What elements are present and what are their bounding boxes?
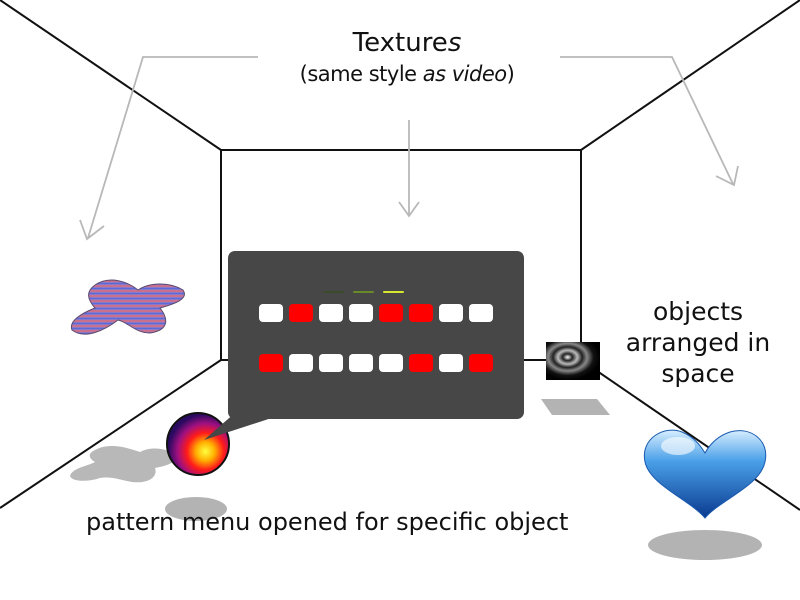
objects-note-line-1: objects xyxy=(652,297,744,326)
subtitle-style: (same style as video) xyxy=(299,62,515,86)
pattern-cell-2-4[interactable] xyxy=(349,354,373,372)
pattern-cell-1-3[interactable] xyxy=(319,304,343,322)
caption: pattern menu opened for specific object xyxy=(86,508,569,536)
pattern-cell-2-6[interactable] xyxy=(409,354,433,372)
pattern-cell-1-6[interactable] xyxy=(409,304,433,322)
pattern-row-1 xyxy=(259,304,499,322)
pattern-cell-1-1[interactable] xyxy=(259,304,283,322)
objects-note: objects arranged in space xyxy=(618,296,778,389)
indicator-1 xyxy=(323,291,344,293)
objects-note-line-3: space xyxy=(661,359,735,388)
gradient-sphere[interactable] xyxy=(166,412,230,476)
pattern-cell-1-5[interactable] xyxy=(379,304,403,322)
pattern-cell-1-8[interactable] xyxy=(469,304,493,322)
blob-object xyxy=(70,279,185,335)
heart-shadow xyxy=(648,530,762,560)
pattern-cell-2-5[interactable] xyxy=(379,354,403,372)
objects-note-line-2: arranged in xyxy=(625,328,771,357)
pattern-cell-2-3[interactable] xyxy=(319,354,343,372)
ring-object-shadow xyxy=(541,399,610,415)
pattern-cell-1-7[interactable] xyxy=(439,304,463,322)
texture-arrows xyxy=(79,56,739,241)
pattern-menu[interactable] xyxy=(228,251,524,419)
menu-pointer xyxy=(204,412,290,440)
pattern-cell-2-2[interactable] xyxy=(289,354,313,372)
heart-highlight xyxy=(661,437,695,455)
blob-shadow xyxy=(70,446,176,483)
pattern-indicators xyxy=(323,291,404,293)
indicator-3 xyxy=(383,291,404,293)
pattern-cell-2-7[interactable] xyxy=(439,354,463,372)
sphere-shadow xyxy=(165,497,227,521)
indicator-2 xyxy=(353,291,374,293)
ring-texture-object[interactable] xyxy=(546,342,600,380)
pattern-cell-2-8[interactable] xyxy=(469,354,493,372)
pattern-cell-1-4[interactable] xyxy=(349,304,373,322)
pattern-cell-1-2[interactable] xyxy=(289,304,313,322)
pattern-cell-2-1[interactable] xyxy=(259,354,283,372)
title-textures: Textures xyxy=(352,28,462,58)
pattern-row-2 xyxy=(259,354,499,372)
